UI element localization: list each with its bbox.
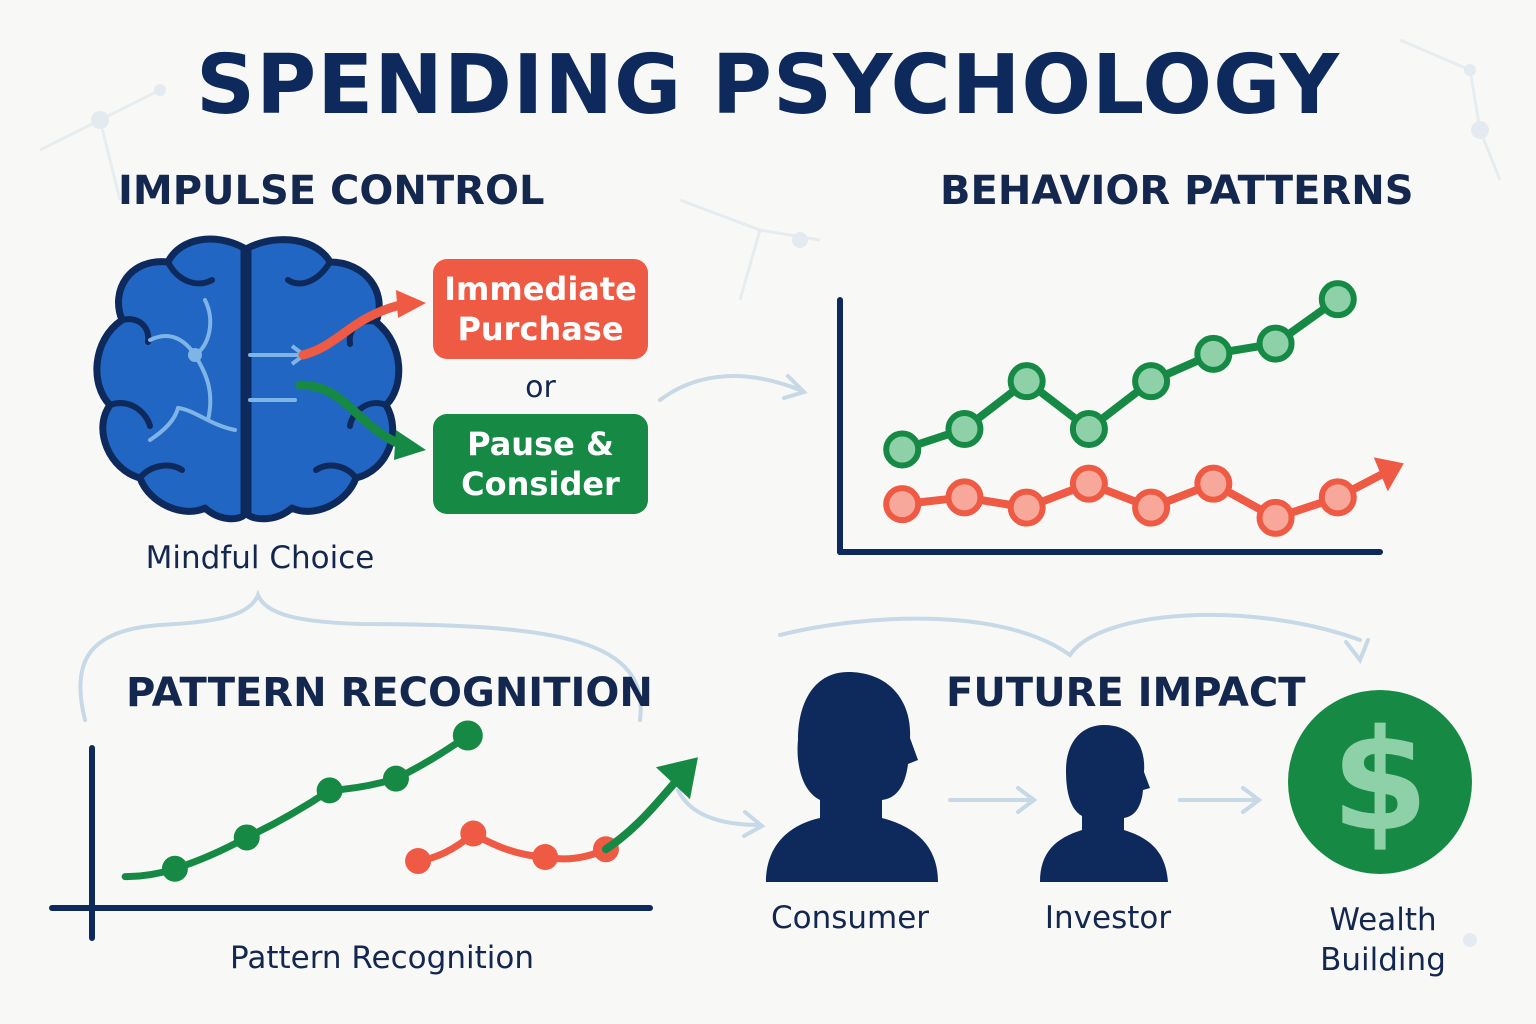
investor-label: Investor bbox=[1044, 900, 1172, 936]
immediate-purchase-box: Immediate Purchase bbox=[433, 259, 648, 359]
future-impact-heading: FUTURE IMPACT bbox=[946, 670, 1306, 716]
pause-consider-box: Pause & Consider bbox=[433, 414, 648, 514]
wealth-building-label: Wealth Building bbox=[1320, 902, 1446, 978]
mindful-choice-caption: Mindful Choice bbox=[145, 540, 375, 576]
or-connector: or bbox=[525, 370, 556, 405]
consumer-label: Consumer bbox=[770, 900, 930, 936]
dollar-sign: $ bbox=[1331, 700, 1429, 863]
page-title: SPENDING PSYCHOLOGY bbox=[196, 38, 1340, 133]
behavior-patterns-heading: BEHAVIOR PATTERNS bbox=[940, 168, 1414, 214]
impulse-control-heading: IMPULSE CONTROL bbox=[118, 168, 545, 214]
pattern-recognition-heading: PATTERN RECOGNITION bbox=[126, 670, 653, 716]
pattern-recognition-caption: Pattern Recognition bbox=[230, 940, 534, 976]
